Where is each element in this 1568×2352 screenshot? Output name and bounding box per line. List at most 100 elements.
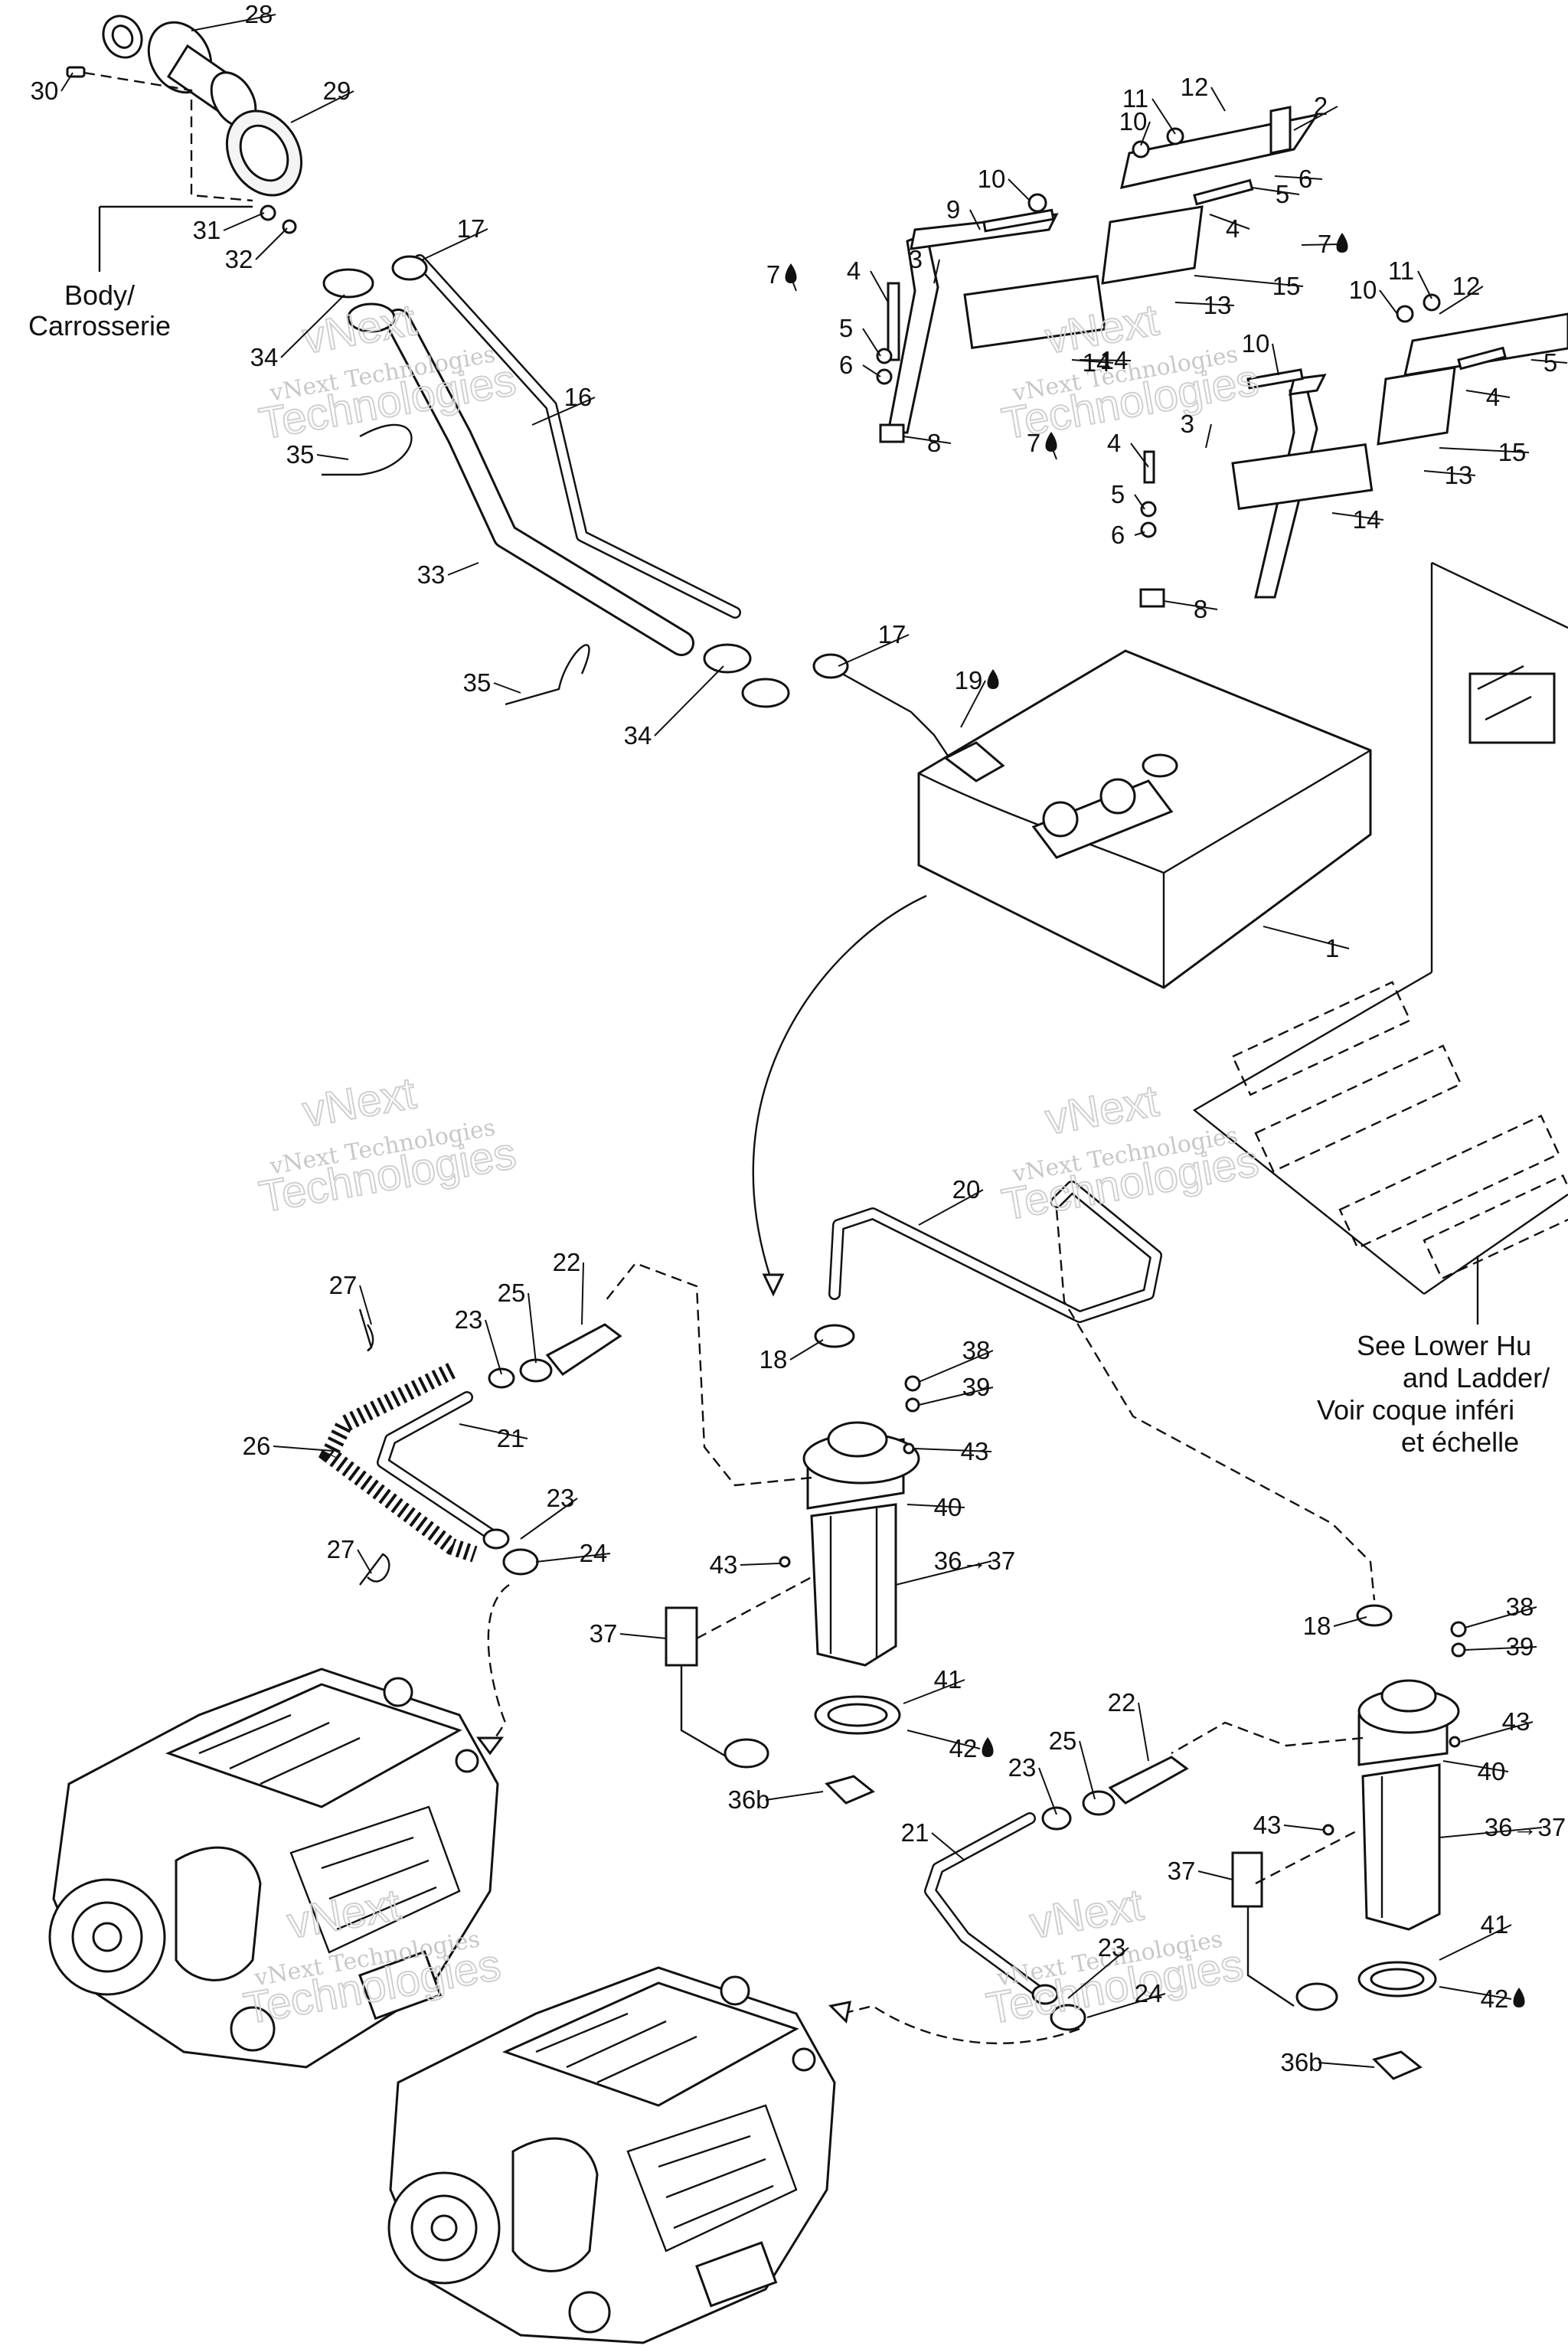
callout-10: 10	[1119, 107, 1148, 136]
leader-line	[789, 1339, 824, 1361]
callout-36-37: 36→37	[1485, 1813, 1566, 1841]
leader-line	[1205, 423, 1212, 449]
leader-line	[1423, 470, 1476, 476]
leader-line	[359, 1285, 372, 1325]
callout-19: 19	[955, 666, 983, 694]
sender-37-left	[665, 1606, 769, 1769]
callout-43: 43	[1502, 1707, 1530, 1736]
callout-11: 11	[1388, 256, 1414, 285]
callout-4: 4	[1486, 383, 1500, 411]
leader-line	[1272, 343, 1279, 376]
callout-33: 33	[417, 560, 446, 589]
callout-14: 14	[1083, 348, 1111, 377]
callout-27: 27	[327, 1535, 355, 1563]
engine-right	[387, 1966, 836, 2344]
callout-26: 26	[243, 1432, 271, 1460]
leader-line	[493, 682, 521, 694]
leader-line	[223, 212, 265, 231]
leader-line	[520, 1498, 578, 1540]
leader-line	[535, 1553, 611, 1563]
callout-7: 7	[1318, 230, 1331, 258]
callout-22: 22	[1108, 1688, 1136, 1717]
callout-14: 14	[1100, 346, 1129, 374]
adhesive-drop-icon	[1513, 1988, 1525, 2007]
leader-line	[191, 14, 276, 31]
leader-line	[870, 270, 889, 303]
callout-30: 30	[31, 77, 59, 105]
callout-36b: 36b	[1280, 2048, 1322, 2076]
leader-line	[531, 397, 596, 426]
leader-line	[1067, 1947, 1129, 1999]
leader-line	[459, 1423, 528, 1439]
leader-line	[1140, 121, 1151, 146]
adhesive-drop-icon	[987, 669, 999, 689]
leader-line	[918, 1350, 994, 1383]
callout-43: 43	[961, 1437, 989, 1465]
callout-8: 8	[1194, 595, 1207, 623]
leader-line	[280, 294, 345, 358]
leader-line	[862, 328, 881, 357]
leader-line	[619, 1633, 667, 1639]
leader-line	[765, 1791, 824, 1801]
callout-12: 12	[1181, 73, 1209, 101]
line-20	[828, 1181, 1162, 1323]
leader-line	[1038, 1767, 1057, 1815]
leader-line	[1174, 302, 1235, 306]
adhesive-drop-icon	[785, 263, 797, 283]
callout-4: 4	[1107, 429, 1121, 457]
leader-line	[960, 680, 986, 728]
callout-13: 13	[1445, 461, 1473, 489]
leader-line	[1134, 531, 1145, 536]
leader-line	[581, 1262, 584, 1325]
leader-line	[914, 1448, 992, 1452]
callout-4: 4	[847, 256, 861, 285]
leader-line	[1274, 175, 1323, 180]
callout-23: 23	[547, 1484, 575, 1512]
leader-lines	[60, 14, 1568, 2068]
callout-15: 15	[1272, 272, 1301, 300]
callout-5: 5	[1544, 348, 1557, 377]
callout-17: 17	[457, 214, 485, 243]
note-body: Body/ Carrosserie	[28, 279, 171, 341]
callout-37: 37	[590, 1619, 618, 1648]
leader-line	[1251, 187, 1300, 195]
leader-line	[1301, 243, 1342, 246]
leader-line	[1152, 98, 1176, 135]
leader-line	[1293, 106, 1338, 131]
callout-35: 35	[286, 440, 315, 469]
callout-23: 23	[1008, 1753, 1037, 1782]
leader-line	[1442, 1760, 1509, 1772]
leader-line	[528, 1292, 537, 1364]
note-see-lower-line-1: See Lower Hu	[1357, 1330, 1531, 1361]
leader-line	[273, 1446, 334, 1452]
callout-34: 34	[624, 721, 652, 750]
leader-line	[1439, 1827, 1543, 1838]
callout-20: 20	[952, 1175, 981, 1204]
callout-11: 11	[1122, 84, 1148, 113]
leader-line	[918, 1189, 984, 1226]
callout-10: 10	[1242, 329, 1270, 358]
leader-line	[895, 1560, 992, 1586]
note-see-lower-line-2: and Ladder/	[1403, 1362, 1550, 1393]
lower-hull-outline	[1192, 561, 1568, 1295]
hose-33	[385, 309, 694, 656]
watermark-line-1: vNext	[1026, 1880, 1146, 1949]
leader-line	[1439, 1986, 1512, 2000]
callout-5: 5	[839, 314, 853, 342]
leader-line	[1439, 286, 1484, 315]
leader-line	[906, 1504, 965, 1508]
leader-line	[1086, 1993, 1166, 2018]
callout-40: 40	[1478, 1757, 1506, 1785]
callout-21: 21	[901, 1818, 929, 1847]
callout-17: 17	[878, 620, 906, 648]
leader-line	[1465, 390, 1511, 398]
nut-and-washer-31-32	[260, 204, 297, 234]
leader-line	[740, 1563, 780, 1566]
leader-line	[420, 228, 488, 261]
leader-line	[447, 562, 479, 576]
fuel-line-kit-left	[318, 1308, 622, 1586]
callout-43: 43	[710, 1550, 738, 1579]
watermark-line-1: vNext	[299, 1068, 419, 1137]
callout-23: 23	[1098, 1933, 1126, 1962]
leader-line	[918, 1387, 994, 1406]
